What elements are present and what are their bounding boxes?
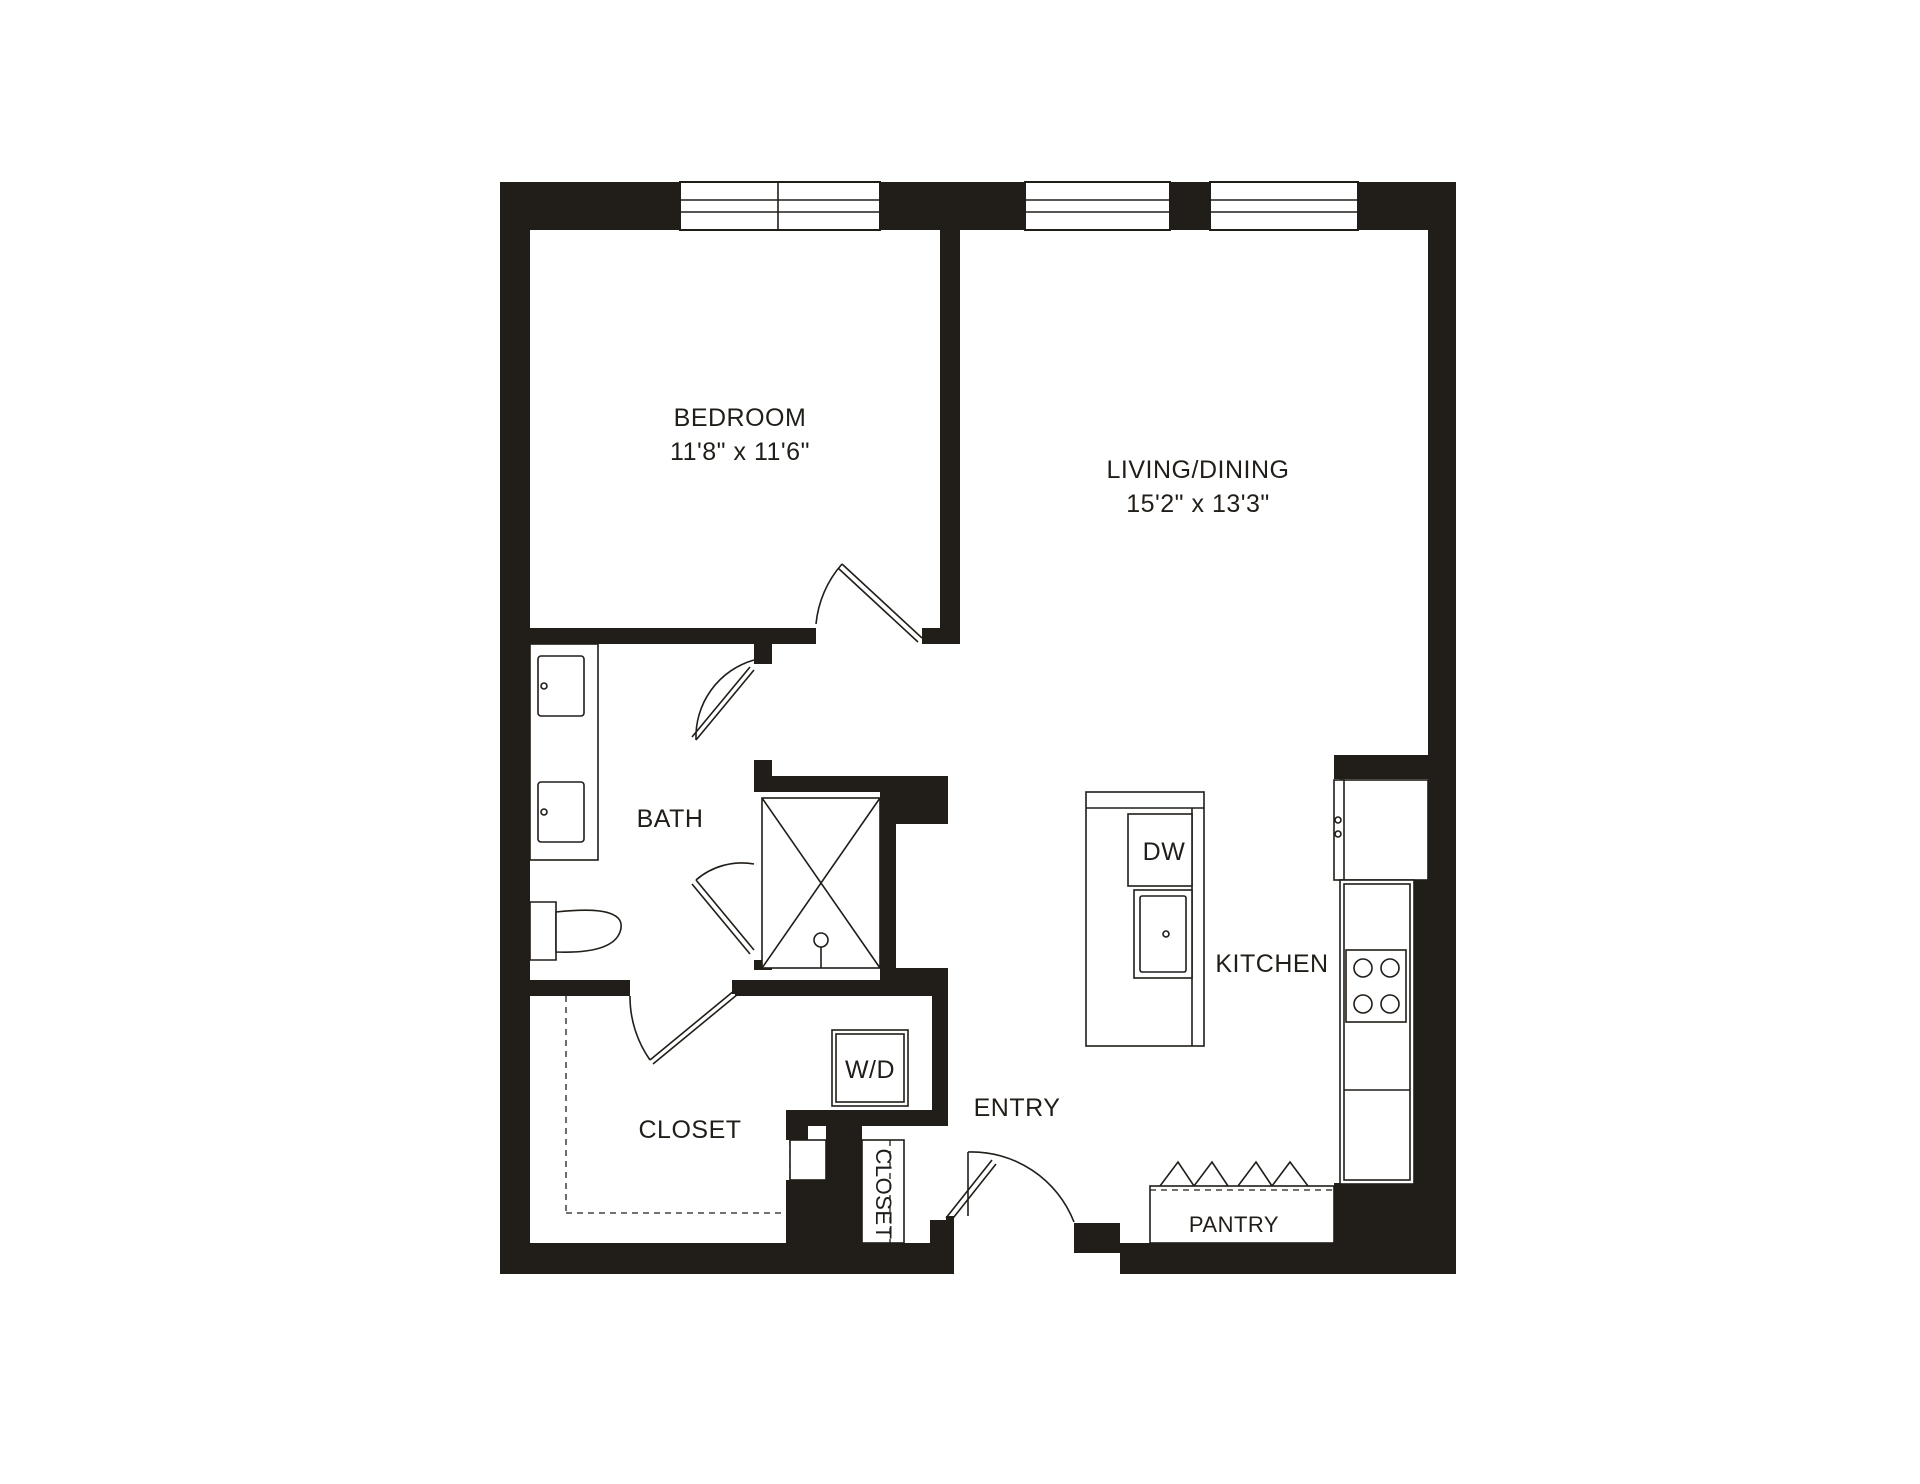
closet-details: [565, 996, 909, 1244]
bedroom-size: 11'8" x 11'6": [670, 438, 810, 466]
bath-fixtures: [529, 643, 881, 969]
interior-walls: [530, 230, 1456, 1248]
cooktop-icon: [1345, 949, 1407, 1023]
kitchen-fixtures: [1085, 779, 1429, 1244]
closet-label: CLOSET: [638, 1116, 741, 1144]
living-label: LIVING/DINING: [1107, 456, 1290, 484]
room-labels: BEDROOM 11'8" x 11'6" LIVING/DINING 15'2…: [637, 404, 1329, 1240]
bedroom-label: BEDROOM: [674, 404, 807, 432]
doors: [629, 563, 1309, 1223]
small-closet-label: CLOSET: [871, 1148, 896, 1239]
exterior-walls: [500, 182, 1456, 1274]
bath-label: BATH: [637, 805, 704, 833]
toilet-icon: [529, 901, 557, 961]
entry-label: ENTRY: [974, 1094, 1061, 1122]
kitchen-label: KITCHEN: [1215, 950, 1328, 978]
washer-dryer-label: W/D: [845, 1056, 895, 1084]
windows: [679, 181, 1359, 231]
pantry-label: PANTRY: [1189, 1212, 1279, 1237]
living-size: 15'2" x 13'3": [1126, 490, 1270, 518]
dishwasher-label: DW: [1143, 838, 1186, 866]
